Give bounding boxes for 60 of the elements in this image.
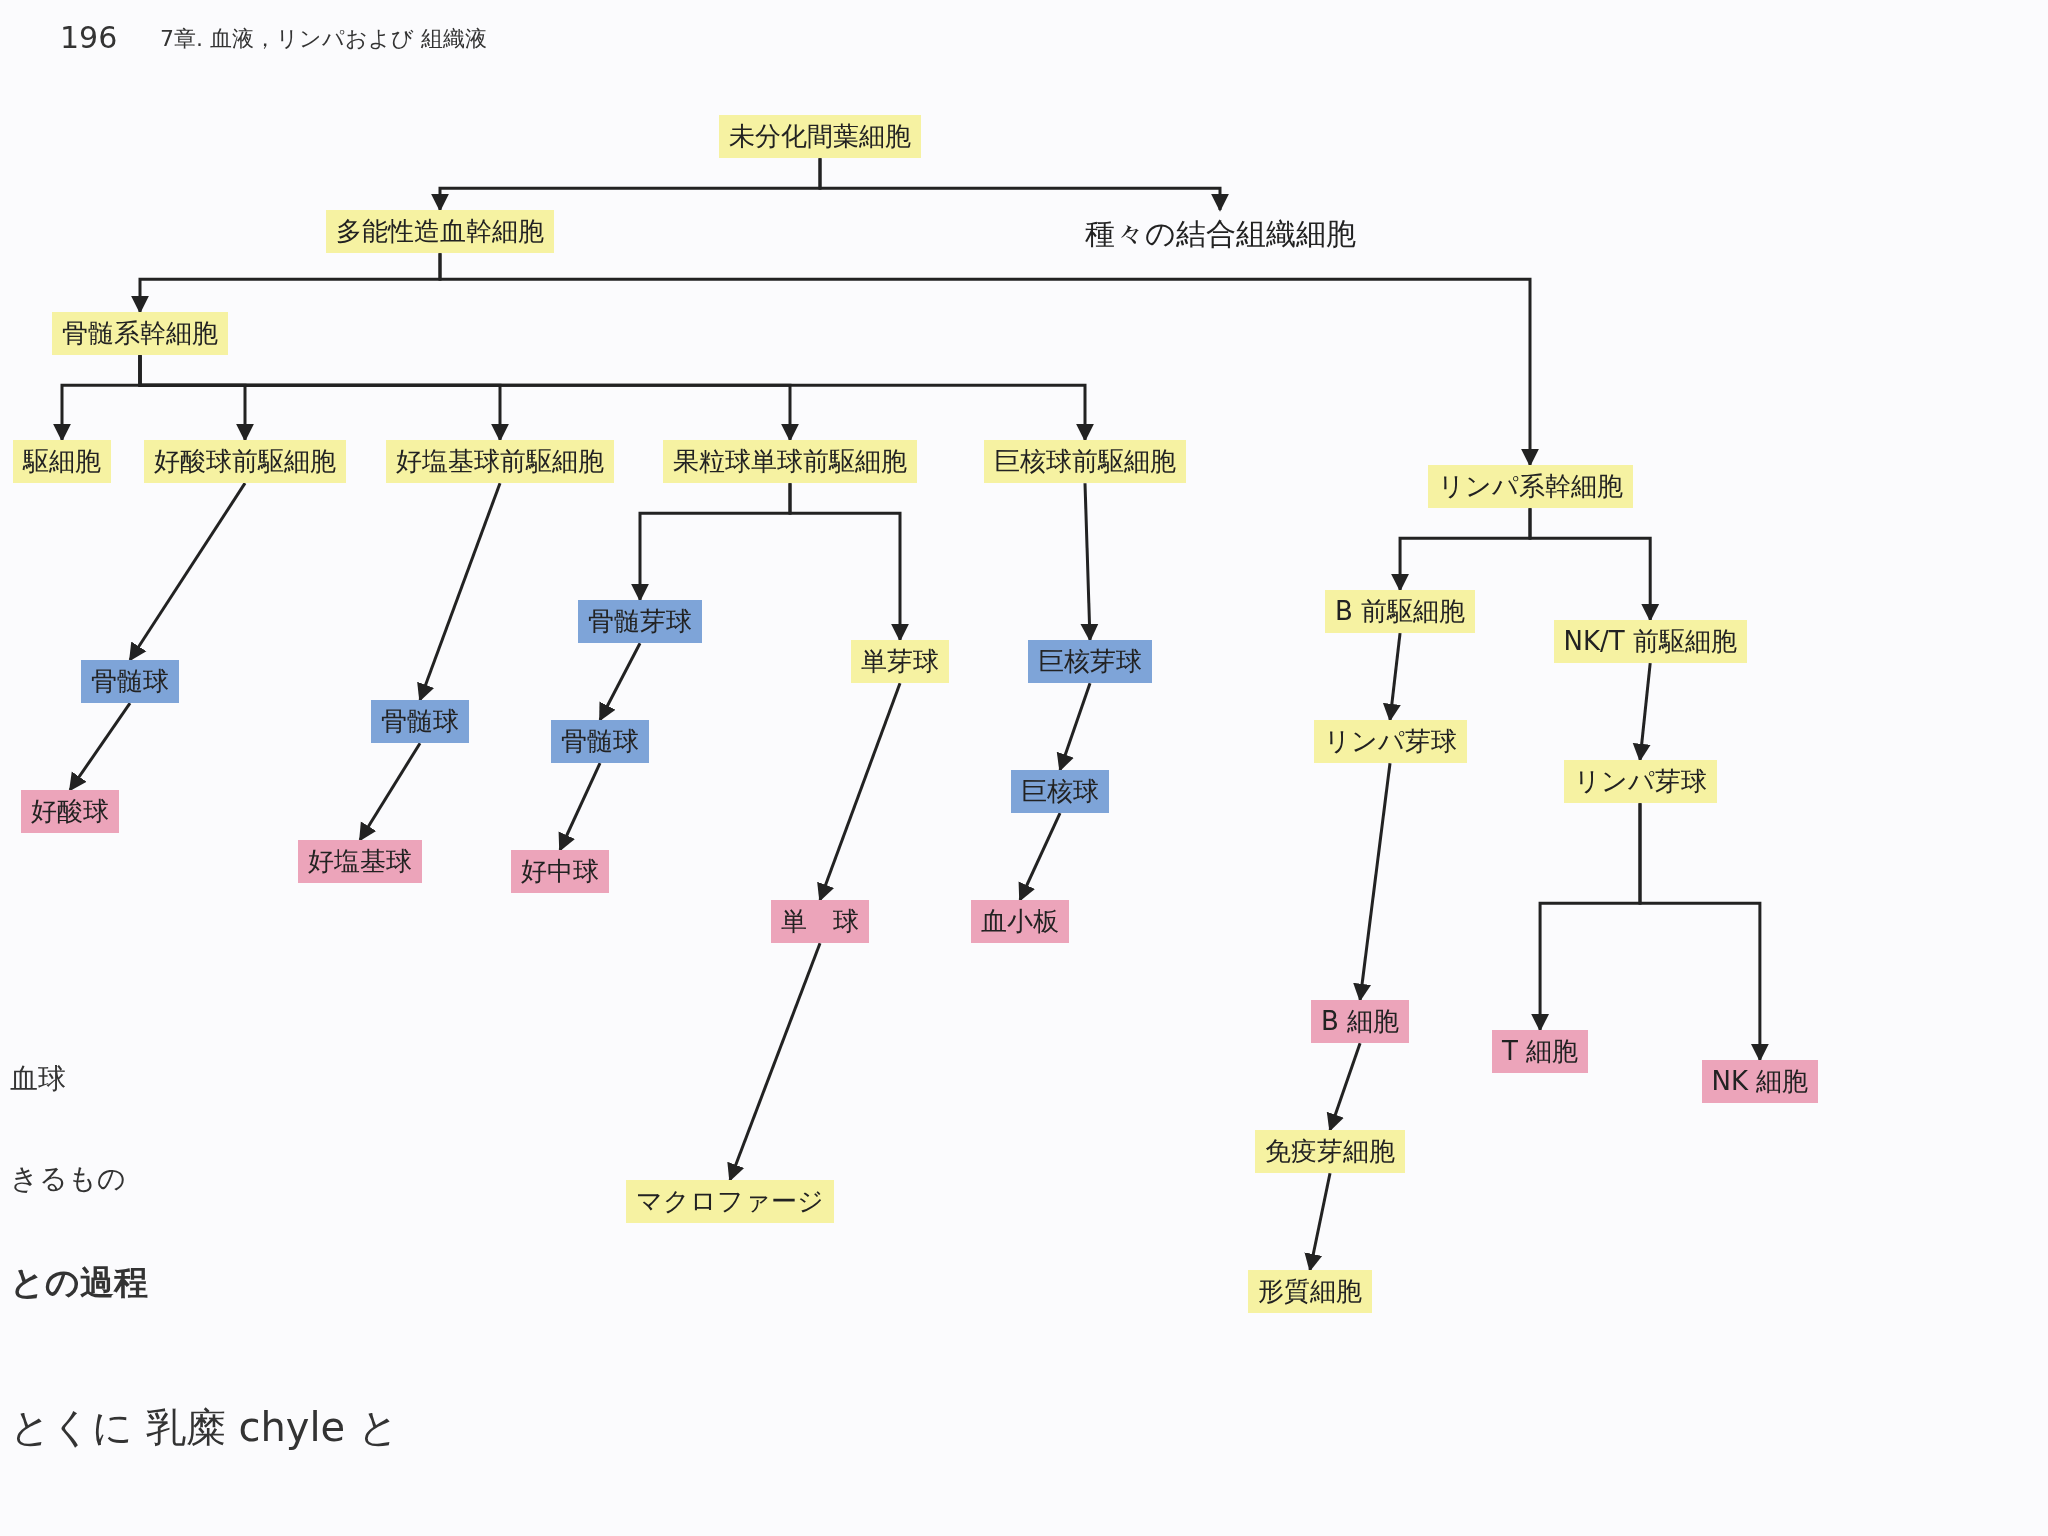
arrow bbox=[818, 158, 1229, 212]
cell-box: マクロファージ bbox=[626, 1180, 834, 1224]
arrow bbox=[1632, 663, 1652, 762]
arrow bbox=[68, 702, 132, 792]
cell-box: 形質細胞 bbox=[1248, 1270, 1372, 1314]
section-heading: との過程 bbox=[10, 1261, 148, 1304]
mature-cell-box: NK 細胞 bbox=[1701, 1060, 1819, 1104]
arrow bbox=[358, 742, 422, 842]
arrow bbox=[128, 482, 247, 662]
cell-label: 種々の結合組織細胞 bbox=[1074, 210, 1366, 258]
cell-box: 免疫芽細胞 bbox=[1255, 1130, 1405, 1174]
arrow bbox=[438, 253, 1539, 467]
arrow bbox=[817, 682, 902, 902]
cell-box: リンパ芽球 bbox=[1563, 760, 1717, 804]
page-number: 196 bbox=[60, 20, 118, 55]
arrow bbox=[558, 762, 602, 852]
mature-cell-box: 好塩基球 bbox=[298, 840, 422, 884]
cell-box: 骨髄芽球 bbox=[578, 600, 702, 644]
mature-cell-box: 単 球 bbox=[771, 900, 869, 944]
arrow bbox=[598, 642, 642, 722]
arrow bbox=[1018, 812, 1062, 902]
cell-box: 未分化間葉細胞 bbox=[719, 115, 921, 159]
cell-box: 巨核球前駆細胞 bbox=[984, 440, 1186, 484]
arrow bbox=[727, 942, 822, 1182]
cell-box: リンパ系幹細胞 bbox=[1427, 465, 1633, 509]
arrow bbox=[1056, 682, 1092, 772]
cell-box: 単芽球 bbox=[851, 640, 949, 684]
cell-box: 好酸球前駆細胞 bbox=[144, 440, 346, 484]
cell-box: B 前駆細胞 bbox=[1325, 590, 1476, 634]
mature-cell-box: 好酸球 bbox=[21, 790, 119, 834]
cell-box: 巨核芽球 bbox=[1028, 640, 1152, 684]
cell-box: NK/T 前駆細胞 bbox=[1553, 620, 1747, 664]
cell-box: 多能性造血幹細胞 bbox=[326, 210, 554, 254]
body-text: 血球 bbox=[10, 1061, 66, 1097]
cell-box: 果粒球単球前駆細胞 bbox=[663, 440, 917, 484]
running-header: 7章. 血液，リンパおよび 組織液 bbox=[160, 25, 487, 53]
cell-box: 好塩基球前駆細胞 bbox=[386, 440, 614, 484]
cell-box: リンパ芽球 bbox=[1313, 720, 1467, 764]
mature-cell-box: T 細胞 bbox=[1492, 1030, 1589, 1074]
arrow bbox=[1353, 763, 1392, 1002]
cell-box: 骨髄系幹細胞 bbox=[52, 312, 228, 356]
arrow bbox=[1528, 508, 1660, 622]
cell-box: 駆細胞 bbox=[13, 440, 111, 484]
arrow bbox=[1638, 803, 1769, 1062]
cell-box: 骨髄球 bbox=[371, 700, 469, 744]
arrow bbox=[417, 482, 502, 702]
arrow bbox=[1382, 633, 1402, 722]
mature-cell-box: 血小板 bbox=[971, 900, 1069, 944]
arrow bbox=[1304, 1172, 1332, 1272]
arrow bbox=[788, 483, 909, 642]
arrow bbox=[1080, 483, 1099, 642]
body-text: とくに 乳糜 chyle と bbox=[10, 1403, 399, 1452]
cell-box: 巨核球 bbox=[1011, 770, 1109, 814]
arrow bbox=[1326, 1042, 1362, 1132]
cell-box: 骨髄球 bbox=[551, 720, 649, 764]
body-text: きるもの bbox=[10, 1161, 126, 1197]
cell-box: 骨髄球 bbox=[81, 660, 179, 704]
mature-cell-box: 好中球 bbox=[511, 850, 609, 894]
mature-cell-box: B 細胞 bbox=[1311, 1000, 1410, 1044]
arrow bbox=[138, 355, 1094, 442]
